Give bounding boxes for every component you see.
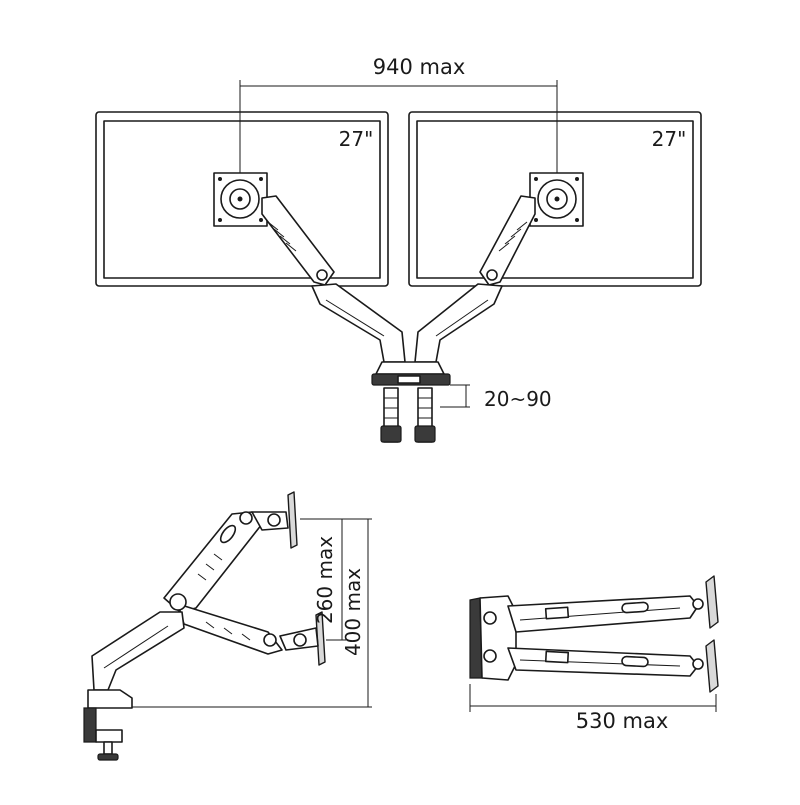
top-upper-clip <box>544 606 570 620</box>
top-base-pivot-lower <box>483 649 497 663</box>
right-vesa-hub <box>546 188 568 210</box>
right-vesa-screw <box>575 218 579 222</box>
front-base-clamp: 20~90 <box>371 361 552 443</box>
side-lower-pivot <box>263 633 277 647</box>
right-vesa-screw <box>534 177 538 181</box>
side-upper-pivot <box>239 511 253 525</box>
side-upper-vesa-plate <box>287 491 298 549</box>
right-elbow-joint <box>486 269 498 281</box>
side-shoulder-joint <box>169 593 187 611</box>
side-upper-arm-lowered <box>177 603 283 655</box>
right-lower-arm-groove <box>435 299 489 337</box>
side-clamp-screw <box>103 741 113 755</box>
side-lower-arm-groove <box>103 625 169 669</box>
top-view: 530 max <box>469 575 719 733</box>
left-monitor-screen <box>103 120 381 279</box>
side-base-collar <box>87 689 133 709</box>
side-lower-vesa-plate <box>315 611 326 666</box>
side-clamp-body <box>83 707 97 743</box>
side-lower-tilt-knob <box>293 633 307 647</box>
left-elbow-joint <box>316 269 328 281</box>
pole-collar <box>375 361 445 375</box>
right-vesa-screw <box>575 177 579 181</box>
top-lower-tilt-knob <box>692 658 704 670</box>
right-vesa-screw <box>534 218 538 222</box>
left-vesa-disc <box>220 179 260 219</box>
top-upper-tilt-knob <box>692 598 704 610</box>
clamp-left-knob <box>380 425 402 443</box>
right-monitor-size: 27" <box>652 127 687 151</box>
left-monitor-bezel <box>95 111 389 287</box>
side-clamp-knob <box>97 753 119 761</box>
span-dimension: 940 max <box>239 55 558 200</box>
left-vesa-hub <box>229 188 251 210</box>
top-upper-vesa-plate <box>705 575 719 629</box>
arm-range-label: 260 max <box>313 536 337 624</box>
left-vesa-screw <box>259 177 263 181</box>
top-lower-clip <box>544 650 570 664</box>
side-lower-spring-marks <box>205 621 251 641</box>
clamp-top-slot <box>397 375 421 384</box>
right-monitor: 27" <box>408 111 702 363</box>
right-vesa-disc <box>537 179 577 219</box>
side-view: 260 max 400 max <box>83 491 372 761</box>
right-lower-arm <box>414 283 503 363</box>
right-monitor-bezel <box>408 111 702 287</box>
left-vesa-screw <box>218 177 222 181</box>
clamp-range-label: 20~90 <box>484 387 552 411</box>
left-lower-arm-groove <box>325 299 385 337</box>
left-monitor: 27" <box>95 111 406 363</box>
left-lower-arm <box>311 283 406 363</box>
height-label: 400 max <box>341 568 365 656</box>
left-vesa-screw <box>218 218 222 222</box>
reach-label: 530 max <box>576 709 669 733</box>
side-upper-tilt-knob <box>267 513 281 527</box>
left-vesa-center <box>237 196 243 202</box>
right-vesa-center <box>554 196 560 202</box>
side-lower-arm <box>91 611 185 691</box>
left-monitor-size: 27" <box>339 127 374 151</box>
top-lower-slot <box>621 655 649 668</box>
right-monitor-screen <box>416 120 694 279</box>
right-gas-spring <box>498 221 528 252</box>
side-upper-spring-marks <box>197 553 223 581</box>
top-lower-vesa-plate <box>705 639 719 693</box>
left-gas-spring <box>267 221 297 252</box>
span-label: 940 max <box>373 55 466 79</box>
front-view: 940 max 27" 27" <box>95 55 702 443</box>
top-upper-slot <box>621 601 649 614</box>
clamp-right-knob <box>414 425 436 443</box>
left-vesa-screw <box>259 218 263 222</box>
top-lower-arm <box>507 647 699 677</box>
side-clamp-jaw <box>95 729 123 743</box>
top-base-pivot-upper <box>483 611 497 625</box>
side-upper-slot <box>219 524 237 544</box>
